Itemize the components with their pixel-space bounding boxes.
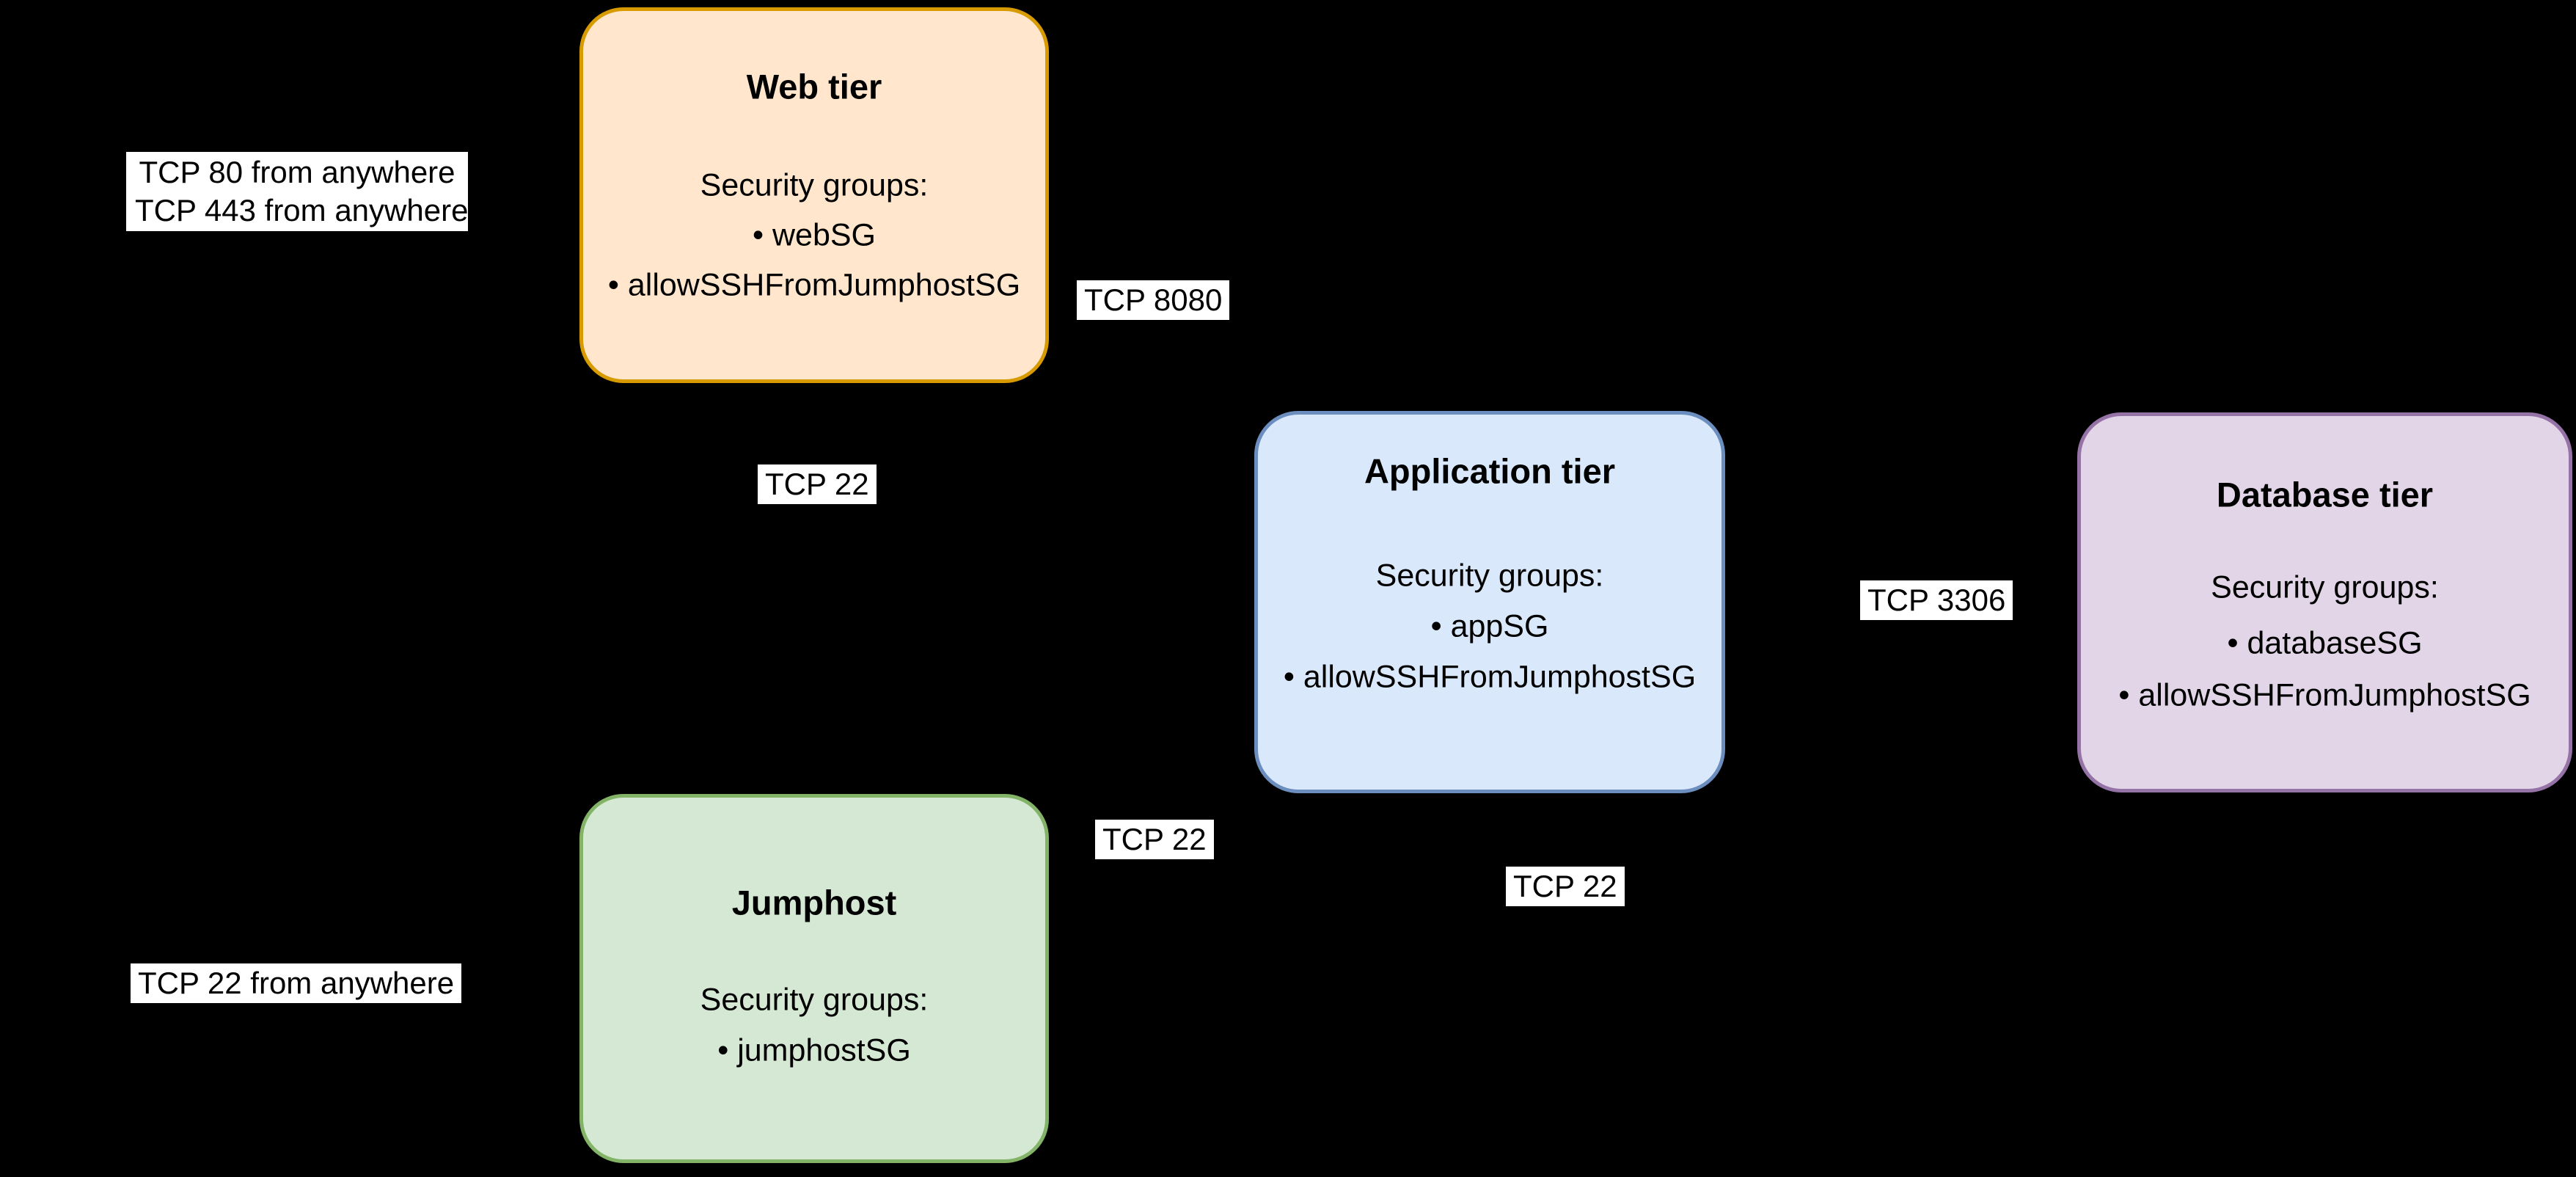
web-tier-security-groups-heading: Security groups:: [700, 167, 929, 203]
node-web-tier: Web tier Security groups: • webSG • allo…: [579, 7, 1049, 383]
jumphost-title: Jumphost: [731, 883, 897, 922]
database-tier-title: Database tier: [2216, 475, 2434, 514]
edge-label-tcp-22-jumphost-to-web: TCP 22: [758, 464, 877, 504]
application-tier-sg-bullet-appsg: • appSG: [1430, 608, 1549, 644]
application-tier-sg-bullet-allowssh: • allowSSHFromJumphostSG: [1283, 659, 1697, 695]
edge-label-jumphost-ingress: TCP 22 from anywhere: [131, 963, 462, 1003]
database-tier-security-groups-heading: Security groups:: [2211, 569, 2439, 605]
edge-label-tcp-3306: TCP 3306: [1860, 580, 2013, 620]
database-tier-sg-bullet-databasesg: • databaseSG: [2227, 625, 2423, 661]
application-tier-security-groups-heading: Security groups:: [1375, 558, 1604, 594]
node-application-tier: Application tier Security groups: • appS…: [1254, 411, 1725, 793]
edge-label-tcp-22-jumphost-to-app-lower: TCP 22: [1506, 867, 1625, 906]
web-tier-title: Web tier: [746, 67, 882, 106]
application-tier-title: Application tier: [1364, 451, 1616, 491]
database-tier-sg-bullet-allowssh: • allowSSHFromJumphostSG: [2118, 677, 2531, 713]
jumphost-security-groups-heading: Security groups:: [700, 982, 929, 1018]
web-tier-sg-bullet-websg: • webSG: [752, 217, 876, 253]
edge-label-tcp-8080: TCP 8080: [1077, 280, 1230, 320]
jumphost-sg-bullet-jumphostsg: • jumphostSG: [717, 1032, 911, 1068]
node-jumphost: Jumphost Security groups: • jumphostSG: [579, 794, 1049, 1163]
edge-label-web-ingress-line1: TCP 80 from anywhere: [139, 155, 455, 189]
node-database-tier: Database tier Security groups: • databas…: [2077, 412, 2572, 792]
edge-label-web-ingress-line2: TCP 443 from anywhere: [135, 193, 469, 227]
edge-label-tcp-22-jumphost-to-app-upper: TCP 22: [1095, 820, 1214, 859]
web-tier-sg-bullet-allowssh: • allowSSHFromJumphostSG: [607, 267, 1021, 303]
edge-label-web-ingress: TCP 80 from anywhere TCP 443 from anywhe…: [126, 152, 468, 231]
